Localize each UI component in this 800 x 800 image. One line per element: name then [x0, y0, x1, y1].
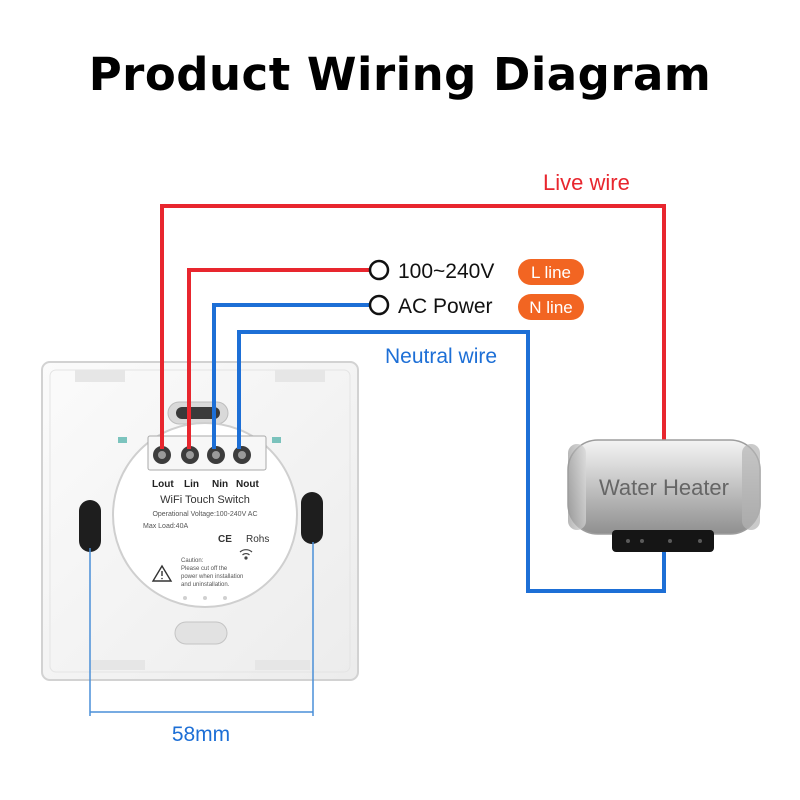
page-title: Product Wiring Diagram — [88, 48, 712, 101]
water-heater-label: Water Heater — [599, 475, 729, 500]
ce-mark: CE — [218, 534, 232, 545]
l-line-wire — [187, 268, 369, 449]
module-voltage: Operational Voltage:100-240V AC — [152, 511, 257, 518]
mount-slot-right — [301, 492, 323, 544]
wifi-icon — [239, 549, 253, 560]
switch-panel: Lout Lin Nin Nout WiFi Touch Switch Oper… — [41, 361, 359, 681]
caution-line-3: and uninstallation. — [181, 582, 230, 588]
l-line-badge — [518, 259, 584, 285]
terminal-label-nin: Nin — [212, 479, 228, 490]
mount-slot-left — [79, 500, 101, 552]
terminal-label-lin: Lin — [184, 479, 199, 490]
rohs-mark: Rohs — [246, 534, 269, 545]
live-wire-line — [160, 204, 666, 449]
l-power-terminal — [368, 259, 390, 281]
n-line-badge-text: N line — [529, 298, 572, 317]
caution-line-1: Please cut off the — [181, 566, 228, 572]
water-heater: Water Heater — [567, 439, 761, 552]
terminal-screws — [153, 446, 251, 464]
module-model: WiFi Touch Switch — [160, 494, 250, 506]
heater-control-panel — [612, 530, 714, 552]
terminal-label-nout: Nout — [236, 479, 259, 490]
neutral-wire-line — [237, 330, 666, 593]
width-dimension — [89, 542, 314, 716]
neutral-wire-label: Neutral wire — [385, 345, 497, 368]
terminal-label-lout: Lout — [152, 479, 174, 490]
warning-icon — [151, 564, 173, 582]
n-line-badge — [518, 294, 584, 320]
ac-power-label: AC Power — [398, 295, 493, 318]
caution-title: Caution: — [181, 558, 204, 564]
voltage-label: 100~240V — [398, 260, 494, 283]
n-line-wire — [212, 303, 369, 449]
caution-line-2: power when installation — [181, 574, 243, 580]
live-wire-label: Live wire — [543, 170, 630, 195]
n-power-terminal — [368, 294, 390, 316]
module-max-load: Max Load:40A — [143, 523, 188, 530]
width-label: 58mm — [172, 723, 230, 746]
l-line-badge-text: L line — [531, 263, 571, 282]
